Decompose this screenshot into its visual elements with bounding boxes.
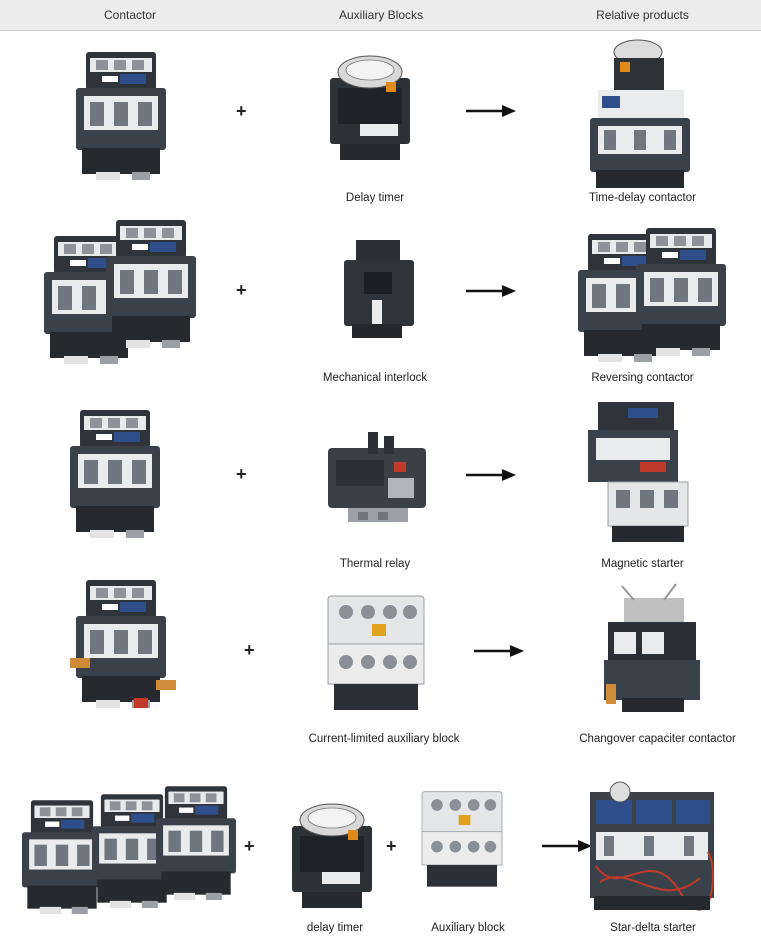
- delay-timer-image: [291, 800, 373, 910]
- right-arrow-icon: [464, 103, 518, 119]
- contactor-image: [22, 800, 102, 916]
- plus-icon: +: [386, 836, 397, 856]
- table-header: Contactor Auxiliary Blocks Relative prod…: [0, 0, 761, 31]
- mechanical-interlock-image: [344, 240, 414, 340]
- auxiliary-block-image: [421, 790, 503, 890]
- caption-magnetic-starter: Magnetic starter: [601, 558, 684, 570]
- auxiliary-block-image: [327, 595, 425, 712]
- plus-icon: +: [236, 280, 247, 300]
- caption-auxiliary-block: Auxiliary block: [431, 922, 505, 934]
- header-contactor: Contactor: [103, 8, 157, 22]
- header-auxiliary-blocks: Auxiliary Blocks: [338, 8, 424, 22]
- contactor-image: [76, 52, 166, 182]
- caption-star-delta-starter: Star-delta starter: [610, 922, 696, 934]
- right-arrow-icon: [540, 838, 594, 854]
- caption-time-delay-contactor: Time-delay contactor: [589, 192, 696, 204]
- contactor-image: [70, 580, 176, 710]
- contactor-image: [636, 228, 726, 358]
- magnetic-starter-image: [587, 401, 689, 543]
- contactor-image: [156, 786, 236, 902]
- right-arrow-icon: [464, 283, 518, 299]
- contactor-image: [106, 220, 196, 350]
- plus-icon: +: [244, 640, 255, 660]
- time-delay-contactor-image: [589, 38, 691, 189]
- header-relative-products: Relative products: [596, 8, 689, 22]
- right-arrow-icon: [464, 467, 518, 483]
- plus-icon: +: [236, 101, 247, 121]
- contactor-image: [70, 410, 160, 540]
- thermal-relay-image: [328, 432, 426, 524]
- plus-icon: +: [244, 836, 255, 856]
- caption-thermal-relay: Thermal relay: [339, 558, 411, 570]
- star-delta-starter-image: [589, 781, 715, 912]
- changeover-capacitor-contactor-image: [603, 583, 701, 714]
- caption-delay-timer: delay timer: [306, 922, 364, 934]
- caption-reversing-contactor: Reversing contactor: [591, 372, 694, 384]
- plus-icon: +: [236, 464, 247, 484]
- delay-timer-image: [329, 52, 411, 162]
- right-arrow-icon: [472, 643, 526, 659]
- caption-changover-capaciter-contactor: Changover capaciter contactor: [579, 733, 736, 745]
- caption-mechanical-interlock: Mechanical interlock: [322, 372, 428, 384]
- caption-current-limited-auxiliary-block: Current-limited auxiliary block: [308, 733, 460, 745]
- caption-delay-timer: Delay timer: [345, 192, 405, 204]
